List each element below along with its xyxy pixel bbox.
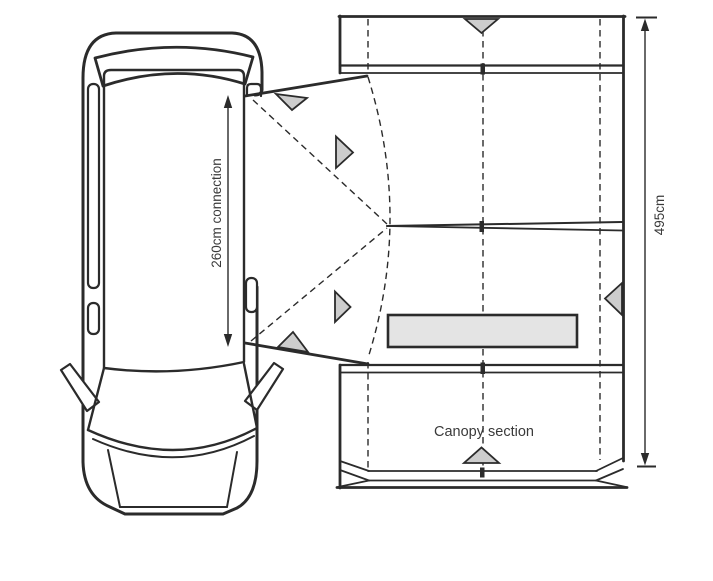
canopy-flare-left-2 [339, 469, 370, 482]
canopy-flare-left-1 [339, 460, 370, 472]
roof-panel [102, 68, 246, 373]
pole-tick-2 [479, 221, 484, 232]
tunnel-top-edge [243, 74, 369, 98]
canopy-flare-right-1 [595, 457, 624, 472]
peg-marker-bottom-up-icon [461, 446, 502, 464]
dimension-arrowhead-down-icon [640, 453, 650, 466]
pole-tick-3 [480, 362, 485, 374]
peg-marker-right-upper-icon [335, 134, 355, 171]
peg-marker-side-left-icon [603, 280, 623, 318]
left-front-trim-strip [86, 301, 101, 336]
tunnel-guide-upper [252, 99, 388, 225]
dimension-arrowhead-up-icon [640, 18, 650, 31]
peg-marker-tunnel-top-icon [273, 92, 310, 112]
panel-divider-2-upper [386, 221, 623, 227]
left-mirror [59, 362, 101, 413]
rear-window-band [93, 45, 255, 88]
vehicle-body-outline [81, 31, 264, 516]
right-hood-crease [226, 451, 238, 508]
connection-tunnel [243, 74, 388, 366]
length-label: 495cm [652, 195, 667, 236]
left-side-trim-strip [86, 82, 101, 290]
connection-arrowhead-down-icon [223, 334, 233, 347]
awning-outline [337, 14, 627, 478]
tunnel-guide-lower [250, 227, 388, 342]
sliding-door-handle [245, 82, 263, 98]
left-hood-crease [107, 449, 121, 508]
peg-point-markers [273, 18, 623, 464]
peg-marker-right-lower-icon [334, 289, 352, 325]
dimension-length-495: 495cm [636, 16, 667, 468]
pole-tick-4 [480, 467, 485, 478]
tunnel-bottom-edge [243, 341, 370, 366]
connection-label: 260cm connection [209, 158, 224, 268]
connection-arrowhead-up-icon [223, 95, 233, 108]
canopy-flare-left-3 [337, 479, 370, 488]
canopy-flare-right-2 [595, 468, 624, 482]
windshield-bottom-line [86, 426, 259, 452]
right-mirror [243, 361, 285, 412]
door-swing-arc-dashed [367, 76, 391, 359]
canopy-label: Canopy section [434, 424, 534, 440]
dimension-connection-260: 260cm connection [209, 95, 233, 347]
peg-marker-top-down-icon [462, 18, 501, 35]
right-front-trim-strip [244, 276, 259, 314]
vehicle-top-view [59, 31, 285, 516]
canopy-section: Canopy section [335, 363, 629, 490]
cowl-line [92, 435, 255, 459]
canopy-flare-right-3 [595, 479, 627, 488]
peg-marker-tunnel-bottom-icon [276, 330, 311, 354]
panel-divider-2-lower [386, 225, 623, 232]
left-a-pillar [86, 366, 106, 432]
pole-tick-1 [480, 63, 485, 75]
window-panel [386, 313, 579, 349]
right-a-pillar [242, 362, 259, 430]
